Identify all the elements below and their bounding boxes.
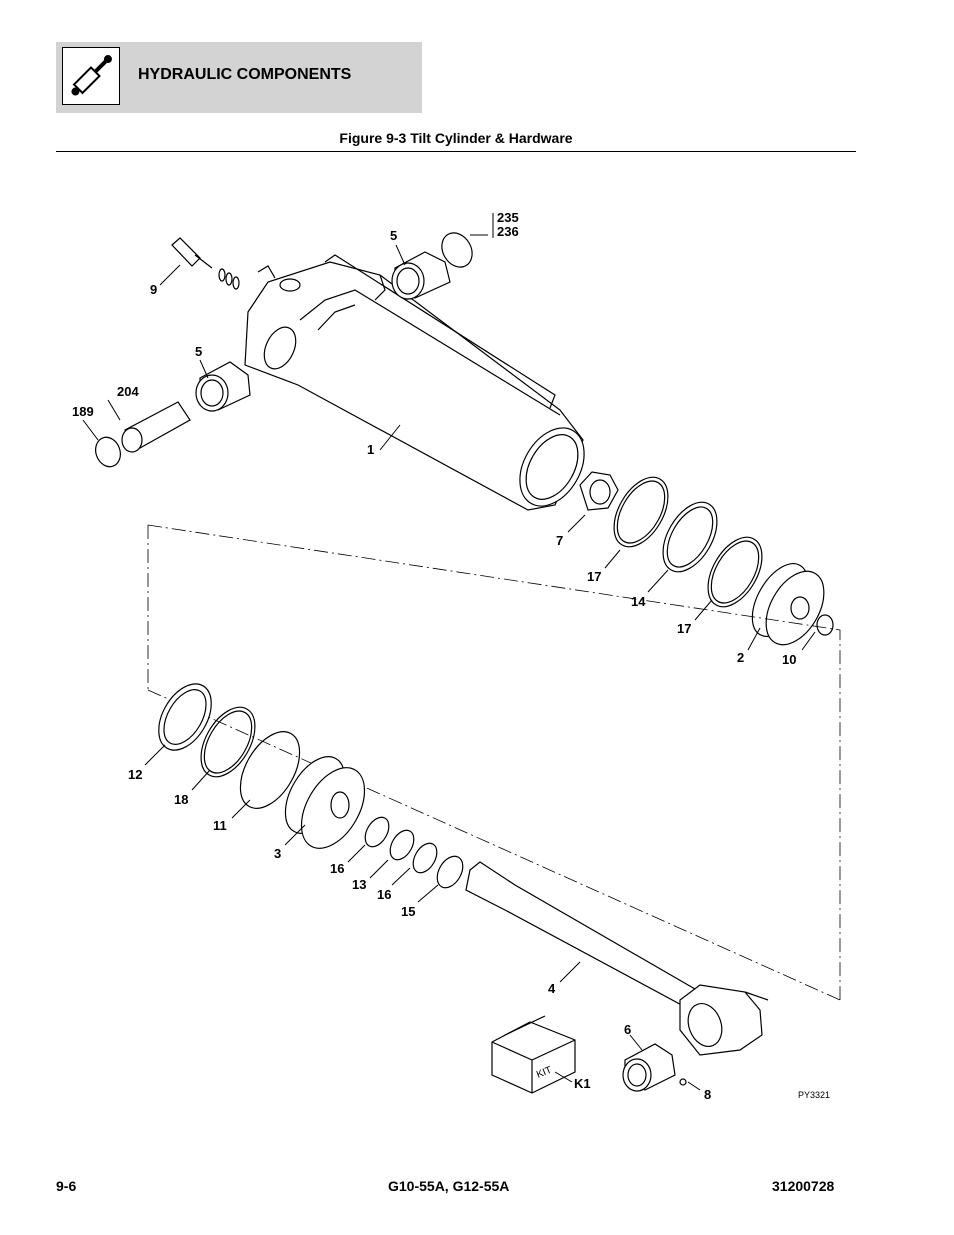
ring-13: [389, 829, 415, 861]
callout-3: 3: [274, 846, 281, 861]
callout-236: 236: [497, 224, 519, 239]
drawing-id: PY3321: [798, 1090, 830, 1100]
figure-title: Figure 9-3 Tilt Cylinder & Hardware: [339, 130, 573, 146]
rod-4: [465, 861, 769, 1056]
bushing-5-left: [195, 361, 251, 412]
fitting-9: [171, 237, 240, 290]
kit-box: [491, 1015, 576, 1094]
seal-17b: [707, 536, 763, 608]
callout-10: 10: [782, 652, 796, 667]
callout-14: 14: [631, 594, 646, 609]
seal-18: [200, 706, 256, 778]
footer-page-number: 9-6: [56, 1178, 77, 1194]
seal-17a: [613, 476, 669, 548]
callout-204: 204: [117, 384, 139, 399]
callout-5-left: 5: [195, 344, 202, 359]
ring-16b: [412, 842, 438, 874]
footer-models: G10-55A, G12-55A: [388, 1178, 510, 1194]
pin-204: [121, 401, 191, 453]
exploded-parts-diagram: 235 236 5 9 5 204 189 1 7 17 14 17 2 10 …: [72, 210, 841, 1102]
header-rule: [56, 151, 856, 152]
callout-2: 2: [737, 650, 744, 665]
callout-6: 6: [624, 1022, 631, 1037]
section-header: HYDRAULIC COMPONENTS: [56, 42, 422, 113]
nut-7: [579, 471, 619, 511]
callout-8: 8: [704, 1087, 711, 1102]
callout-4: 4: [548, 981, 556, 996]
wiper-15: [436, 855, 464, 889]
wear-ring-12: [158, 683, 212, 751]
callout-235: 235: [497, 210, 519, 225]
grease-fitting-8: [679, 1078, 687, 1086]
head-2: [751, 563, 825, 646]
callout-9: 9: [150, 282, 157, 297]
bushing-5-top: [391, 251, 451, 300]
callout-13: 13: [352, 877, 366, 892]
kit-box-label: KIT: [535, 1065, 554, 1081]
ring-16a: [364, 816, 390, 848]
ring-235-236: [441, 232, 473, 268]
piston-3: [284, 756, 366, 849]
footer-doc-number: 31200728: [772, 1178, 835, 1194]
callout-16a: 16: [330, 861, 344, 876]
callout-18: 18: [174, 792, 188, 807]
backup-ring-11: [239, 731, 301, 809]
callout-7: 7: [556, 533, 563, 548]
callout-1: 1: [367, 442, 374, 457]
snap-ring-189: [95, 436, 121, 468]
callout-15: 15: [401, 904, 415, 919]
seal-14: [662, 501, 718, 573]
callout-12: 12: [128, 767, 142, 782]
bushing-6: [622, 1043, 676, 1092]
o-ring-10: [816, 614, 834, 636]
callout-11: 11: [213, 818, 227, 833]
cylinder-barrel: [244, 254, 585, 511]
callout-17a: 17: [587, 569, 601, 584]
callout-189: 189: [72, 404, 94, 419]
callout-16b: 16: [377, 887, 391, 902]
hydraulic-cylinder-icon: [62, 47, 120, 105]
section-title: HYDRAULIC COMPONENTS: [138, 66, 352, 83]
callout-17b: 17: [677, 621, 691, 636]
callout-k1: K1: [574, 1076, 591, 1091]
callout-5-top: 5: [390, 228, 397, 243]
